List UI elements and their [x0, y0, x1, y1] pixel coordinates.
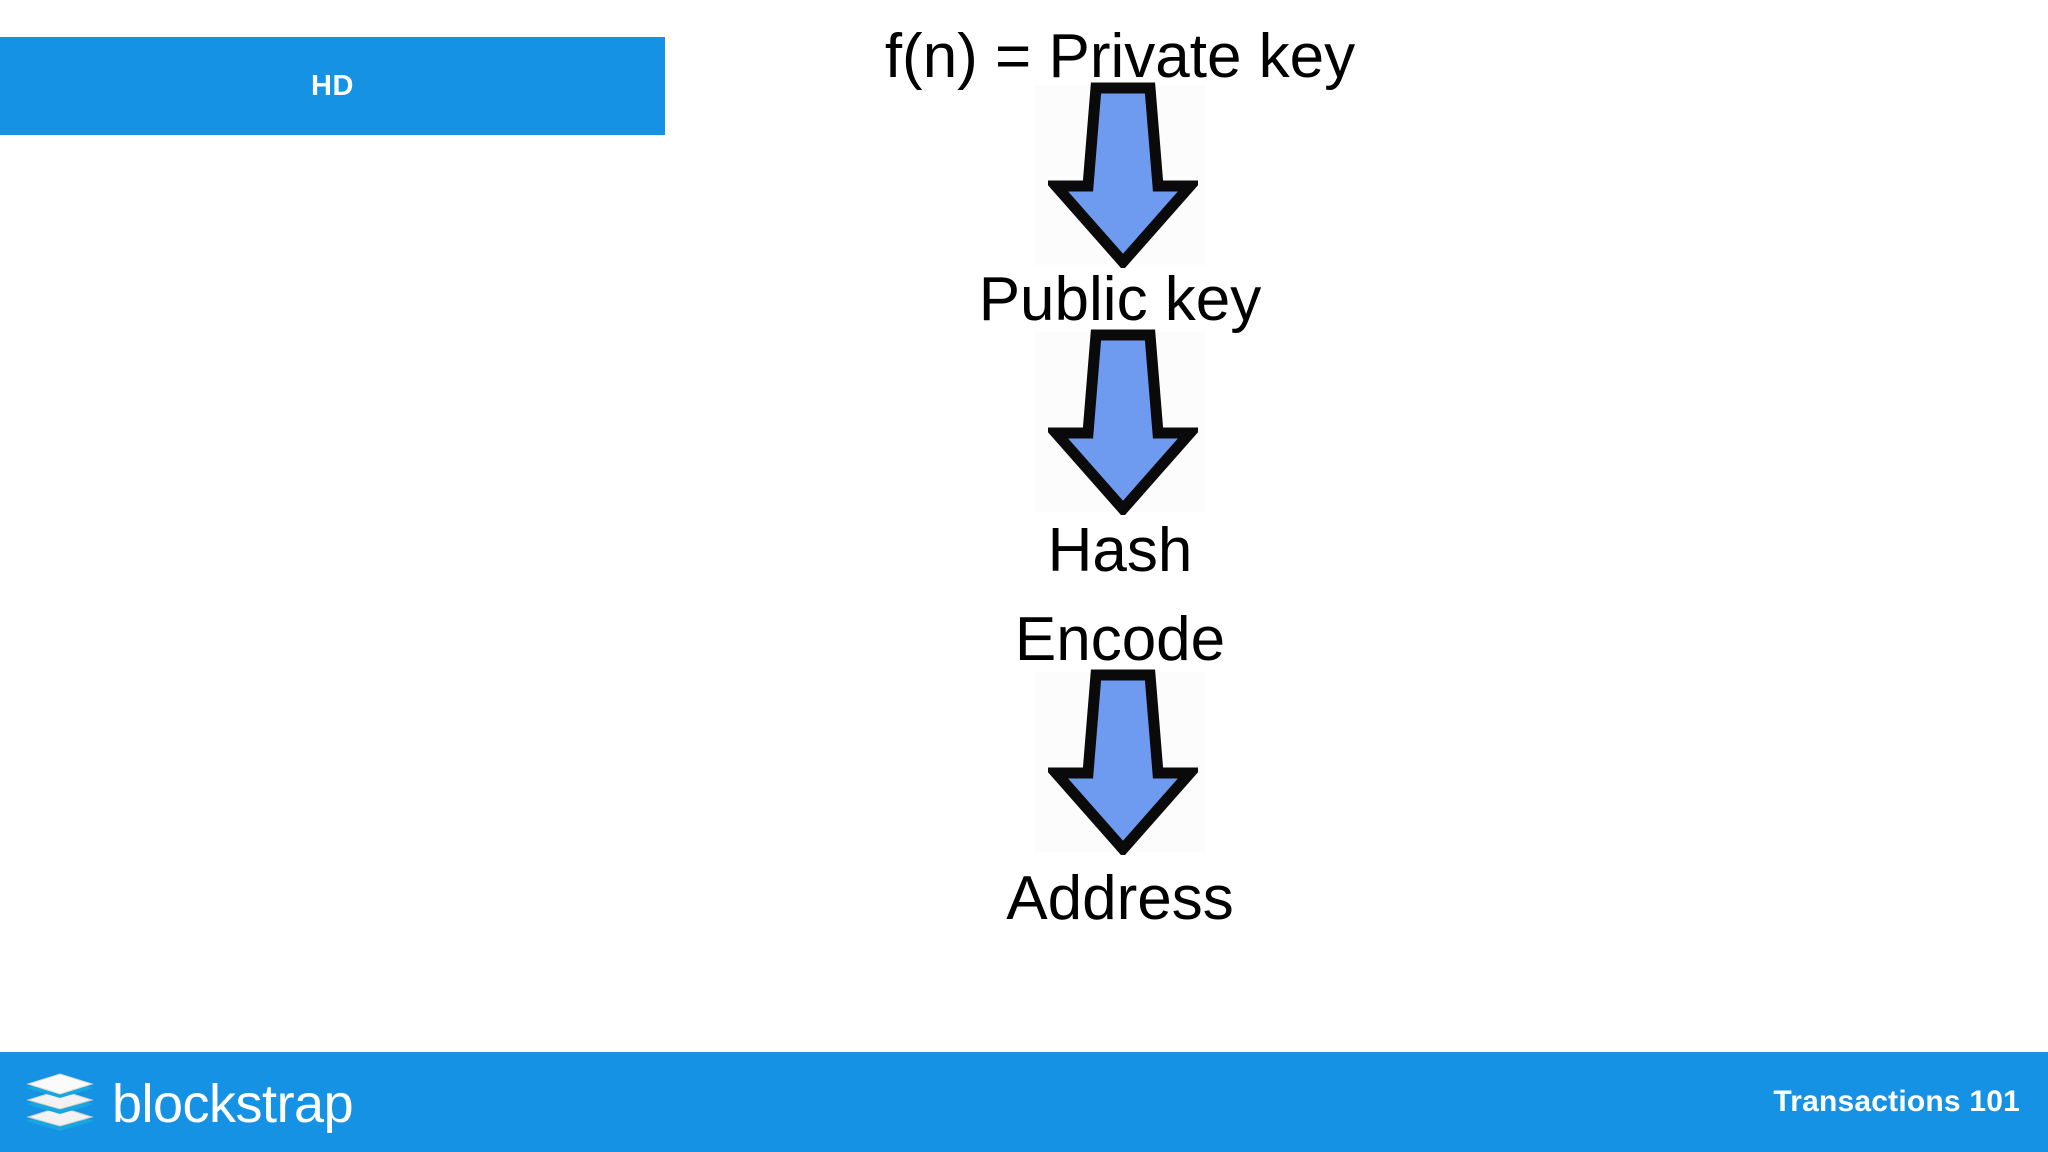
- down-arrow-icon: [1048, 82, 1198, 269]
- deck-title: Transactions 101: [1773, 1085, 2020, 1118]
- flow-step-encode: Encode: [1014, 605, 1226, 675]
- flow-arrow-3-box: [1034, 669, 1206, 856]
- down-arrow-icon: [1048, 669, 1198, 856]
- flow-arrow-1-box: [1034, 82, 1206, 269]
- flow-arrow-2-box: [1034, 329, 1206, 516]
- down-arrow-icon: [1048, 329, 1198, 516]
- layers-stack-icon: [26, 1073, 94, 1131]
- key-derivation-flow: f(n) = Private key Public key Hash Encod…: [620, 0, 1620, 934]
- flow-step-public-key: Public key: [978, 265, 1262, 335]
- flow-step-private-key: f(n) = Private key: [884, 22, 1356, 91]
- slide-footer: blockstrap Transactions 101: [0, 1052, 2048, 1152]
- flow-step-hash: Hash: [1047, 516, 1193, 586]
- section-header-label: HD: [311, 69, 354, 102]
- brand-wordmark: blockstrap: [112, 1074, 354, 1134]
- flow-step-address: Address: [1006, 864, 1234, 934]
- brand-logo: blockstrap: [22, 1071, 354, 1134]
- section-header-chip: HD: [0, 37, 665, 135]
